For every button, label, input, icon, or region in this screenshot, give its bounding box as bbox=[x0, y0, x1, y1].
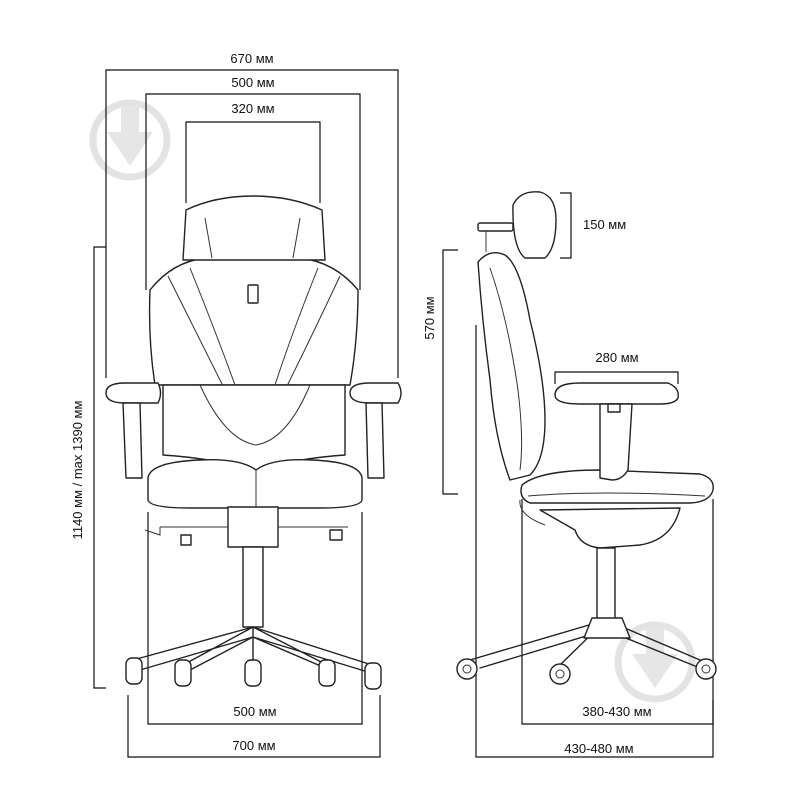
label-base-inner-width: 500 мм bbox=[233, 704, 276, 719]
side-casters bbox=[456, 658, 717, 685]
front-lumbar bbox=[162, 384, 346, 471]
label-backrest-height: 570 мм bbox=[422, 296, 437, 339]
front-mechanism bbox=[227, 506, 279, 548]
front-gas-lift bbox=[242, 546, 264, 628]
front-seat bbox=[147, 459, 363, 509]
side-headrest bbox=[512, 191, 557, 259]
watermark-download-icon-top-left bbox=[89, 99, 171, 181]
front-backrest bbox=[148, 257, 359, 386]
label-headrest-width: 320 мм bbox=[231, 101, 274, 116]
front-headrest bbox=[182, 195, 326, 261]
label-headrest-height: 150 мм bbox=[583, 217, 626, 232]
front-casters bbox=[125, 657, 382, 690]
label-total-height: 1140 мм / max 1390 мм bbox=[70, 401, 85, 540]
label-seat-depth: 380-430 мм bbox=[582, 704, 651, 719]
front-base bbox=[132, 626, 373, 673]
side-backrest bbox=[477, 252, 546, 481]
front-left-armrest bbox=[105, 382, 162, 479]
watermark-download-icon-bottom-right bbox=[614, 621, 696, 703]
side-view-chair bbox=[456, 191, 717, 685]
side-base bbox=[469, 619, 701, 669]
side-gas-lift bbox=[596, 547, 616, 621]
dimension-labels: 670 мм 500 мм 320 мм 1140 мм / max 1390 … bbox=[70, 51, 652, 756]
label-front-seat-width: 500 мм bbox=[231, 75, 274, 90]
label-overall-depth: 430-480 мм bbox=[564, 741, 633, 756]
front-right-armrest bbox=[349, 382, 402, 479]
side-mechanism bbox=[539, 507, 681, 549]
front-view-chair bbox=[105, 195, 402, 690]
label-armrest-depth: 280 мм bbox=[595, 350, 638, 365]
label-front-overall-width: 670 мм bbox=[230, 51, 273, 66]
front-dimension-lines bbox=[93, 69, 399, 758]
label-base-outer-width: 700 мм bbox=[232, 738, 275, 753]
side-dimension-lines bbox=[442, 192, 714, 758]
side-seat bbox=[520, 469, 714, 504]
side-armrest bbox=[554, 382, 679, 405]
